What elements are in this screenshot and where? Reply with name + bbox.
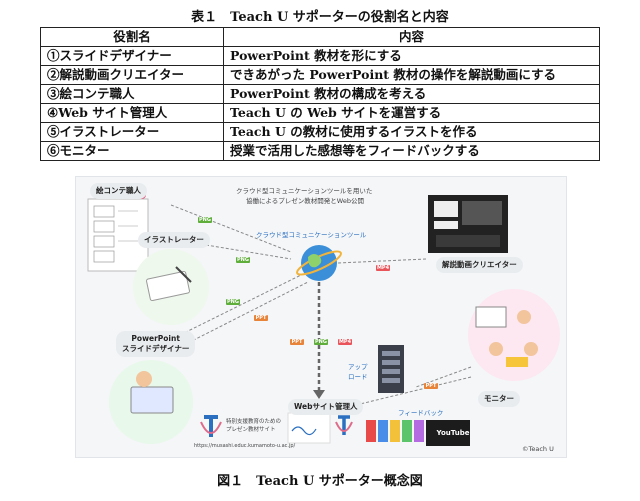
copyright: ©Teach U xyxy=(522,445,554,453)
table-caption: 表１ Teach U サポーターの役割名と内容 xyxy=(191,10,449,25)
png-tag: PNG xyxy=(314,339,328,345)
role-content: Teach U の Web サイトを運営する xyxy=(223,103,600,123)
teachu-logo xyxy=(200,415,222,437)
role-name: ⑤イラストレーター xyxy=(40,122,224,142)
role-content: Teach U の教材に使用するイラストを作る xyxy=(223,122,600,142)
table-row: ⑥モニター 授業で活用した感想等をフィードバックする xyxy=(40,141,600,161)
cloud-globe-icon xyxy=(296,245,342,281)
header-content: 内容 xyxy=(223,27,600,47)
role-name: ④Web サイト管理人 xyxy=(40,103,224,123)
material-tile xyxy=(414,420,424,442)
ppt-tag: PPT xyxy=(290,339,304,345)
handwritten-logo xyxy=(287,412,331,444)
role-monitor: モニター xyxy=(478,391,520,407)
header-role: 役割名 xyxy=(40,27,224,47)
site-line1: 特別支援教育のための xyxy=(226,419,282,425)
ppt-tag: PPT xyxy=(424,383,438,389)
png-tag: PNG xyxy=(198,217,212,223)
upload-line2: ロード xyxy=(348,373,368,381)
role-name: ③絵コンテ職人 xyxy=(40,84,224,104)
table-row: ④Web サイト管理人 Teach U の Web サイトを運営する xyxy=(40,103,600,123)
material-tile xyxy=(390,420,400,442)
role-ppt-designer: PowerPoint スライドデザイナー xyxy=(116,331,196,357)
role-content: PowerPoint 教材を形にする xyxy=(223,46,600,66)
roles-table: 役割名 内容 ①スライドデザイナー PowerPoint 教材を形にする ②解説… xyxy=(40,27,600,161)
role-ppt-designer-line2: スライドデザイナー xyxy=(122,344,190,353)
table-row: ③絵コンテ職人 PowerPoint 教材の構成を考える xyxy=(40,84,600,104)
figure-graphics xyxy=(87,191,560,444)
mp4-tag: MP4 xyxy=(376,265,390,271)
concept-figure: クラウド型コミュニケーションツールを用いた 協働によるプレゼン教材開発とWeb公… xyxy=(75,176,567,458)
role-content: 授業で活用した感想等をフィードバックする xyxy=(223,141,600,161)
upload-line1: アップ xyxy=(348,363,368,371)
mp4-tag: MP4 xyxy=(338,339,352,345)
storyboard-icon xyxy=(87,191,149,272)
site-url: https://musashi.educ.kumamoto-u.ac.jp/ xyxy=(194,443,296,449)
table-row: ⑤イラストレーター Teach U の教材に使用するイラストを作る xyxy=(40,122,600,142)
server-icon xyxy=(378,345,404,393)
feedback-label: フィードバック xyxy=(398,409,444,417)
table-row: ②解説動画クリエイター できあがった PowerPoint 教材の操作を解説動画… xyxy=(40,65,600,85)
site-line2: プレゼン教材サイト xyxy=(226,427,276,433)
youtube-banner: YouTube xyxy=(426,420,470,446)
role-name: ⑥モニター xyxy=(40,141,224,161)
role-name: ②解説動画クリエイター xyxy=(40,65,224,85)
designer-icon xyxy=(109,360,193,444)
role-name: ①スライドデザイナー xyxy=(40,46,224,66)
classroom-icon xyxy=(468,289,560,381)
material-tile xyxy=(402,420,412,442)
ppt-tag: PPT xyxy=(254,315,268,321)
role-content: できあがった PowerPoint 教材の操作を解説動画にする xyxy=(223,65,600,85)
youtube-label: YouTube xyxy=(436,429,470,437)
role-ekonte: 絵コンテ職人 xyxy=(90,183,147,199)
png-tag: PNG xyxy=(226,299,240,305)
png-tag: PNG xyxy=(236,257,250,263)
figure-header-line2: 協働によるプレゼン教材開発とWeb公開 xyxy=(246,197,364,205)
table-header-row: 役割名 内容 xyxy=(40,27,600,47)
role-content: PowerPoint 教材の構成を考える xyxy=(223,84,600,104)
role-video-creator: 解説動画クリエイター xyxy=(436,257,523,273)
teachu-logo-small xyxy=(335,415,353,435)
role-ppt-designer-line1: PowerPoint xyxy=(131,334,180,343)
upload-label: アップ ロード xyxy=(348,361,368,381)
figure-caption: 図１ Teach U サポーター概念図 xyxy=(217,474,423,489)
illustrator-icon xyxy=(133,249,209,325)
video-screen-icon xyxy=(428,195,508,253)
material-tile xyxy=(366,420,376,442)
role-illustrator: イラストレーター xyxy=(138,232,210,248)
material-tile xyxy=(378,420,388,442)
figure-header-line1: クラウド型コミュニケーションツールを用いた xyxy=(236,187,373,195)
role-web-admin: Webサイト管理人 xyxy=(288,399,364,415)
cloud-label: クラウド型コミュニケーションツール xyxy=(256,231,367,239)
table-row: ①スライドデザイナー PowerPoint 教材を形にする xyxy=(40,46,600,66)
